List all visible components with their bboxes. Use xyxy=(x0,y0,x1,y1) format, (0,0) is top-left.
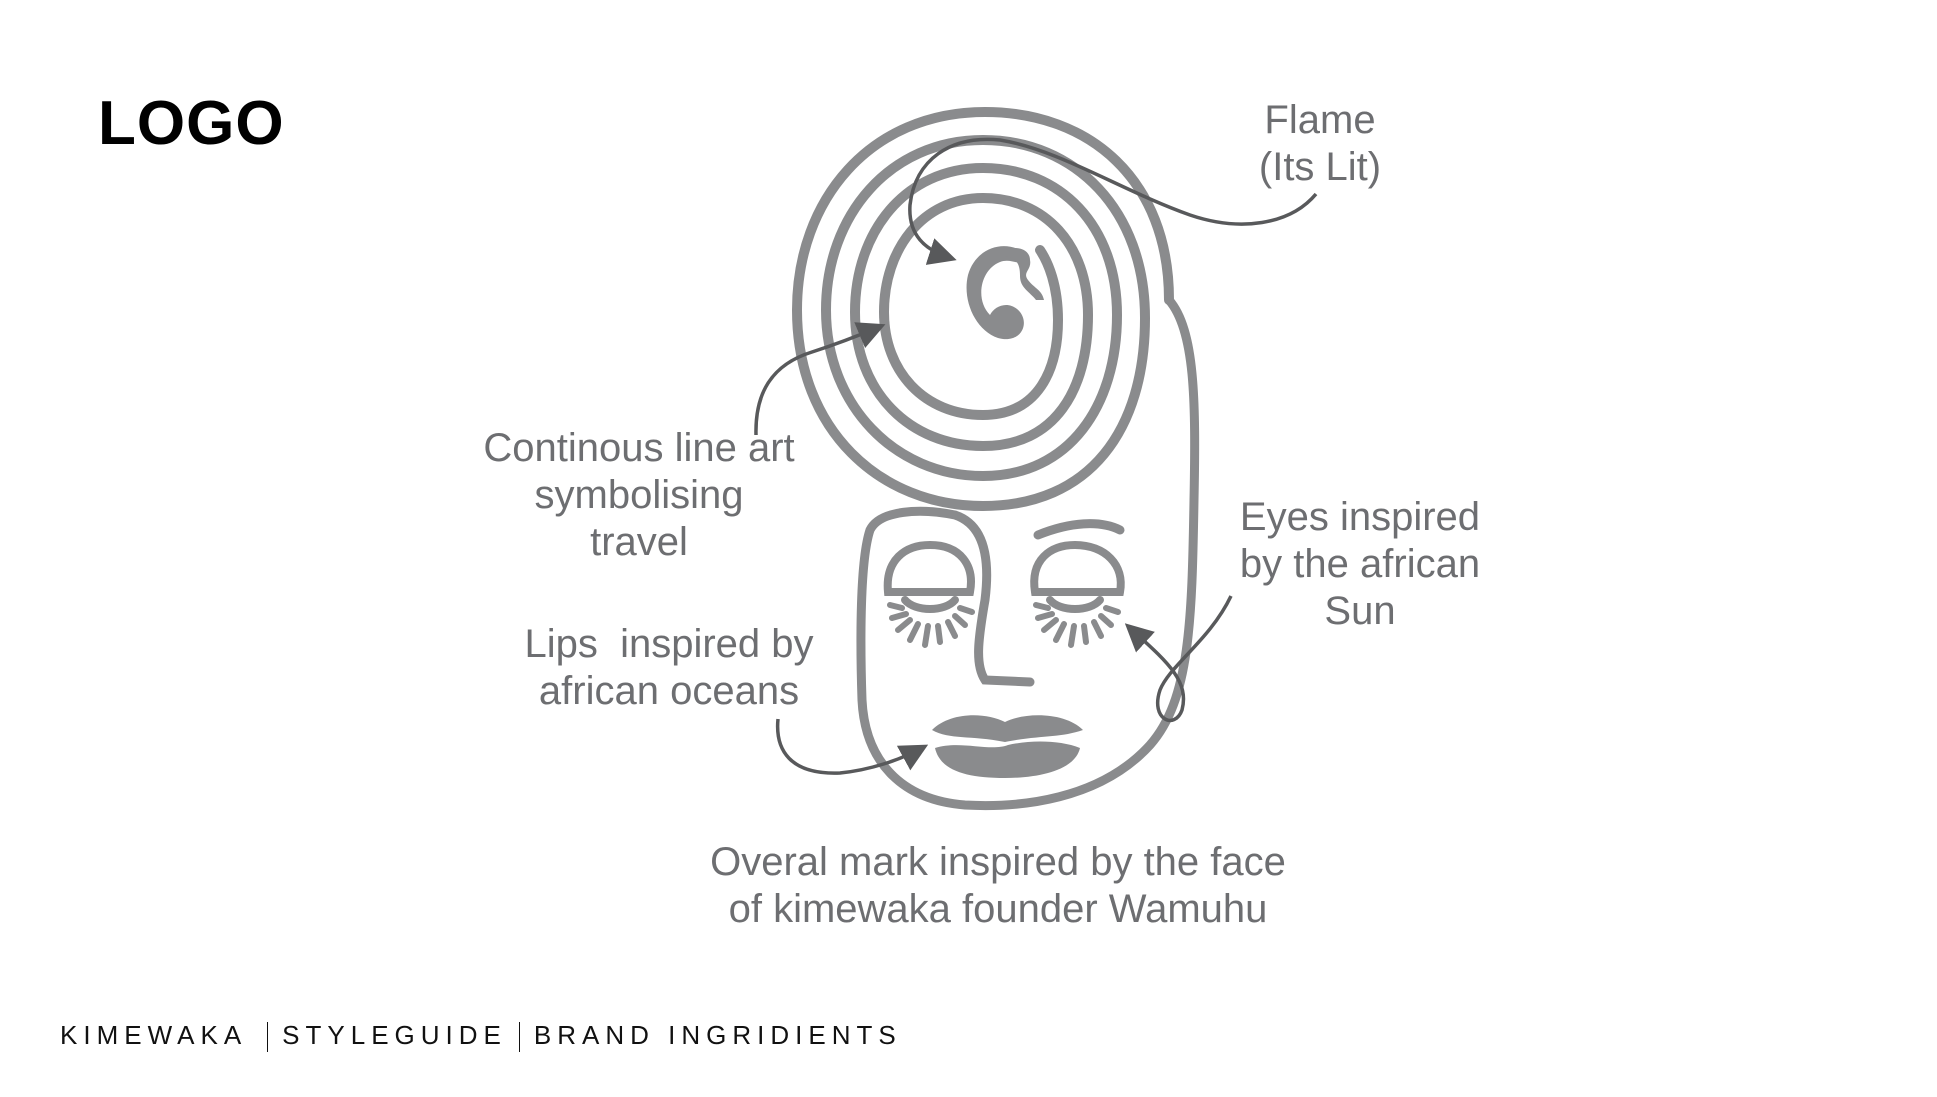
flame-arrow xyxy=(908,137,1318,265)
overall-annotation: Overal mark inspired by the face of kime… xyxy=(710,839,1286,933)
divider xyxy=(518,1022,520,1053)
footer-section: STYLEGUIDE xyxy=(282,1020,507,1050)
annotation-line: symbolising xyxy=(534,473,744,517)
annotation-line: by the african xyxy=(1239,542,1481,586)
face-outline-icon xyxy=(856,295,1200,811)
footer-page: BRAND INGRIDIENTS xyxy=(533,1020,902,1050)
annotation-line: Eyes inspired xyxy=(1239,495,1481,539)
annotation-line: Lips inspired by xyxy=(524,622,814,666)
annotation-line: african oceans xyxy=(538,669,800,713)
footer-breadcrumb: KIMEWAKA STYLEGUIDE BRAND INGRIDIENTS xyxy=(60,1020,902,1053)
eyes-icon xyxy=(883,540,1125,648)
annotation-line: travel xyxy=(590,520,688,564)
line-art-arrow xyxy=(754,322,886,436)
footer-brand: KIMEWAKA xyxy=(60,1020,248,1050)
annotation-line: Overal mark inspired by the face xyxy=(710,840,1286,884)
annotation-arrows xyxy=(754,137,1318,775)
annotation-line: Continous line art xyxy=(483,426,795,470)
annotation-line: (Its Lit) xyxy=(1258,145,1382,189)
annotation-line: Flame xyxy=(1264,98,1376,142)
page-title: LOGO xyxy=(98,89,285,158)
annotation-line: Sun xyxy=(1324,589,1396,633)
lips-annotation: Lips inspired by african oceans xyxy=(524,621,813,715)
lips-icon xyxy=(932,715,1083,778)
annotation-line: of kimewaka founder Wamuhu xyxy=(728,887,1268,931)
flame-annotation: Flame (Its Lit) xyxy=(1259,97,1381,191)
spiral-icon xyxy=(791,106,1174,512)
lips-arrow xyxy=(775,718,929,775)
divider xyxy=(267,1022,269,1053)
eyes-annotation: Eyes inspired by the african Sun xyxy=(1240,494,1480,635)
line-art-annotation: Continous line art symbolising travel xyxy=(483,425,794,566)
flame-icon xyxy=(966,246,1044,340)
eyes-arrow xyxy=(1124,595,1233,723)
